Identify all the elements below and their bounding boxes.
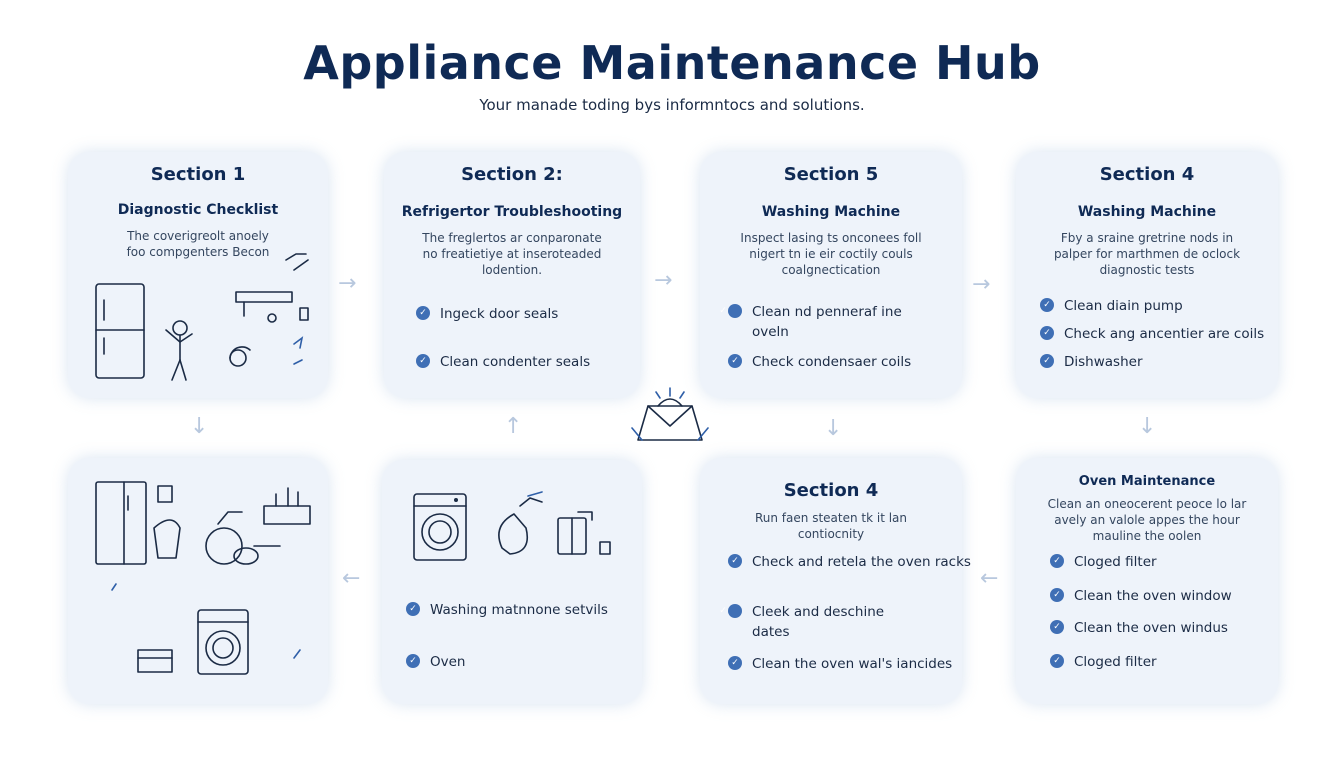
spray-bottle-icon xyxy=(498,491,543,555)
section-5-heading: Section 5 xyxy=(783,164,879,185)
checklist-item: ✓Clean the oven wal's iancides xyxy=(728,654,952,674)
checkmark-icon: ✓ xyxy=(416,306,430,320)
section-4-subtitle: Washing Machine xyxy=(1077,204,1217,220)
range-hood-icon xyxy=(235,291,309,323)
arrow-left-icon: ← xyxy=(980,566,999,591)
sparkle-icon xyxy=(111,583,301,659)
checklist-item: ✓Check condensaer coils xyxy=(728,352,911,372)
section-5-card: Section 5 Washing Machine Inspect lasing… xyxy=(700,152,962,398)
checkmark-icon: ✓ xyxy=(416,354,430,368)
section-4-heading: Section 4 xyxy=(783,480,879,501)
checkmark-icon: ✓ xyxy=(1050,588,1064,602)
arrow-down-icon: ↓ xyxy=(190,414,209,439)
arrow-up-icon: ↑ xyxy=(504,414,523,439)
checklist-item: ✓Cloged filter xyxy=(1050,552,1157,572)
checkmark-icon: ✓ xyxy=(406,602,420,616)
refrigerator-icon xyxy=(95,481,173,565)
checklist-item: ✓Clean diain pump xyxy=(1040,296,1183,316)
checklist-item: ✓Ingeck door seals xyxy=(416,304,558,324)
arrow-right-icon: → xyxy=(654,268,673,293)
section-4-description: Fby a sraine gretrine nods in palper for… xyxy=(1053,231,1241,277)
checkmark-icon: ✓ xyxy=(1040,326,1054,340)
section-1-subtitle: Diagnostic Checklist xyxy=(117,202,279,218)
checklist-item: ✓Clean the oven windus xyxy=(1050,618,1228,638)
section-1-description: The coverigreolt anoely foo compgenters … xyxy=(126,229,270,259)
checkmark-icon: ✓ xyxy=(719,604,742,618)
oven-maintenance-title: Oven Maintenance xyxy=(1078,474,1216,489)
checkmark-icon: ✓ xyxy=(1050,654,1064,668)
tools-icon xyxy=(229,253,309,367)
checkmark-icon: ✓ xyxy=(719,304,742,318)
dishwasher-icon xyxy=(557,511,611,555)
checklist-item: ✓Oven xyxy=(406,652,465,672)
section-5-subtitle: Washing Machine xyxy=(761,204,901,220)
section-2-card: Section 2: Refrigertor Troubleshooting T… xyxy=(384,152,640,398)
page-subtitle: Your manade toding bys informntocs and s… xyxy=(479,96,865,114)
washing-maintenance-card: ✓Washing matnnone setvils ✓Oven xyxy=(382,460,642,704)
checkmark-icon: ✓ xyxy=(406,654,420,668)
toolbox-icon xyxy=(263,487,311,525)
section-4-description: Run faen steaten tk it lan contiocnity xyxy=(754,511,908,541)
checklist-item: ✓Clean condenter seals xyxy=(416,352,590,372)
checkmark-icon: ✓ xyxy=(1040,298,1054,312)
arrow-right-icon: → xyxy=(972,272,991,297)
arrow-down-icon: ↓ xyxy=(824,416,843,441)
checkmark-icon: ✓ xyxy=(1040,354,1054,368)
checkmark-icon: ✓ xyxy=(728,354,742,368)
section-4-washing-card: Section 4 Washing Machine Fby a sraine g… xyxy=(1016,152,1278,398)
checklist-item: ✓Washing matnnone setvils xyxy=(406,600,608,620)
spray-bottle-icon xyxy=(205,511,281,565)
checklist-item: ✓Check ang ancentier are coils xyxy=(1040,324,1264,344)
section-2-heading: Section 2: xyxy=(461,164,563,185)
checkmark-icon: ✓ xyxy=(1050,554,1064,568)
checklist-item: ✓Cloged filter xyxy=(1050,652,1157,672)
checkmark-icon: ✓ xyxy=(728,656,742,670)
oven-maintenance-card: Oven Maintenance Clean an oneocerent peo… xyxy=(1016,458,1278,704)
oven-maintenance-description: Clean an oneocerent peoce lo lar avely a… xyxy=(1047,497,1247,543)
section-1-heading: Section 1 xyxy=(150,164,246,185)
person-icon xyxy=(165,320,193,381)
arrow-right-icon: → xyxy=(338,271,357,296)
checkmark-icon: ✓ xyxy=(1050,620,1064,634)
section-2-subtitle: Refrigertor Troubleshooting xyxy=(401,204,623,220)
checklist-item: ✓Clean the oven window xyxy=(1050,586,1232,606)
section-5-description: Inspect lasing ts onconees foll nigert t… xyxy=(740,231,922,277)
page-title: Appliance Maintenance Hub xyxy=(303,36,1041,90)
checklist-item: ✓Cleek and deschine dates xyxy=(719,604,885,640)
appliances-illustration-card xyxy=(68,458,328,704)
section-4-heading: Section 4 xyxy=(1099,164,1195,185)
toolbox-emblem-icon xyxy=(631,387,709,441)
box-icon xyxy=(137,649,173,673)
washing-illustration xyxy=(413,491,611,561)
section-1-card: Section 1 Diagnostic Checklist The cover… xyxy=(68,152,328,398)
arrow-left-icon: ← xyxy=(342,566,361,591)
appliances-illustration xyxy=(95,481,311,675)
checklist-item: ✓Check and retela the oven racks xyxy=(728,552,971,572)
arrow-down-icon: ↓ xyxy=(1138,414,1157,439)
checklist-item: ✓Clean nd penneraf ine oveln xyxy=(719,304,902,340)
washing-machine-icon xyxy=(413,493,467,561)
bucket-icon xyxy=(153,519,181,559)
section-2-description: The freglertos ar conparonate no freatie… xyxy=(422,231,602,277)
section-4-oven-card: Section 4 Run faen steaten tk it lan con… xyxy=(700,458,971,704)
checklist-item: ✓Dishwasher xyxy=(1040,352,1143,372)
checkmark-icon: ✓ xyxy=(728,554,742,568)
refrigerator-icon xyxy=(95,283,145,379)
diagnostic-illustration xyxy=(95,253,309,381)
washing-machine-icon xyxy=(197,609,249,675)
